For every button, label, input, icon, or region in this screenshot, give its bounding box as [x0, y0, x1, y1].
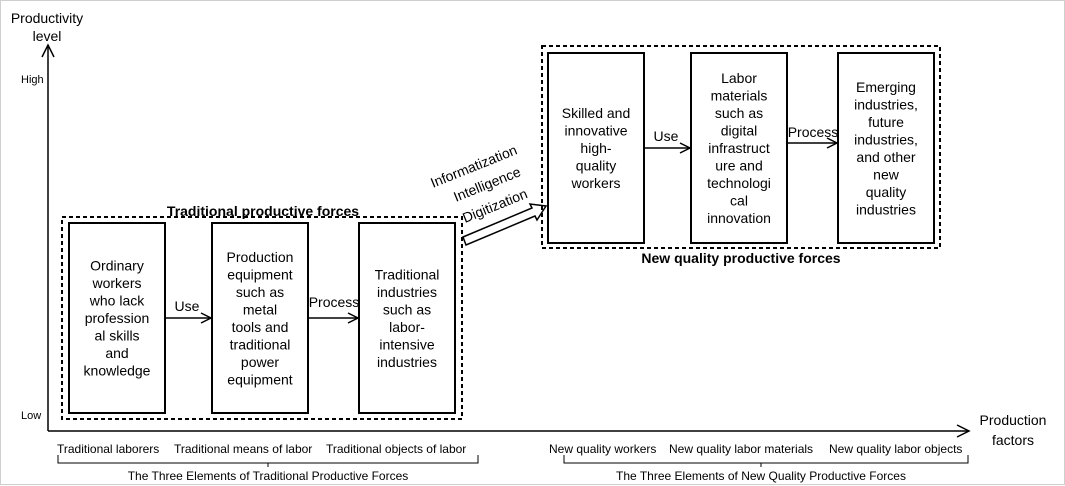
y-axis-low-label: Low: [21, 410, 41, 422]
box-text-line: knowledge: [84, 363, 151, 379]
traditional-use-arrowhead: [200, 312, 213, 324]
box-text-line: industries: [377, 284, 437, 300]
box-text-line: industries,: [854, 131, 918, 147]
box-text-line: and other: [856, 149, 915, 165]
box-text-line: ure and: [715, 158, 762, 174]
box-text-line: digital: [721, 123, 758, 139]
box-text-line: and: [105, 345, 128, 361]
x-axis-label-line2: factors: [992, 432, 1034, 448]
traditional-group-frame: [61, 216, 463, 420]
box-text-line: labor-: [389, 319, 425, 335]
traditional-objects-box: [358, 222, 456, 414]
new-quality-materials-box: [690, 52, 788, 244]
traditional-means-label: Traditional means of labor: [174, 442, 312, 456]
box-text-line: Labor: [721, 70, 757, 86]
new-quality-objects-label: New quality labor objects: [829, 442, 962, 456]
y-axis-high-label: High: [21, 74, 44, 86]
traditional-process-arrowhead: [347, 312, 360, 324]
new-quality-elements-bracket: [563, 455, 969, 467]
box-text-line: Skilled and: [562, 105, 631, 121]
box-text-line: technologi: [707, 175, 771, 191]
box-text-line: future: [868, 114, 904, 130]
traditional-elements-caption: The Three Elements of Traditional Produc…: [128, 469, 409, 483]
box-text-line: innovation: [707, 210, 771, 226]
new-quality-group-frame: [541, 45, 941, 249]
box-text-line: high-: [580, 140, 611, 156]
box-text-line: industries: [856, 201, 916, 217]
box-text-line: who lack: [89, 293, 145, 309]
traditional-objects-label: Traditional objects of labor: [326, 442, 466, 456]
box-text-line: equipment: [227, 266, 292, 282]
box-text-line: Production: [227, 249, 294, 265]
y-axis-arrowhead: [41, 43, 55, 58]
new-quality-group-title: New quality productive forces: [641, 250, 840, 266]
box-text-line: intensive: [379, 336, 434, 352]
traditional-laborers-label: Traditional laborers: [57, 442, 159, 456]
box-text-line: cal: [730, 193, 748, 209]
box-text-line: workers: [91, 275, 141, 291]
new-quality-workers-label: New quality workers: [549, 442, 656, 456]
new-quality-process-arrowhead: [826, 137, 839, 149]
box-text-line: such as: [383, 301, 431, 317]
box-text-line: tools and: [232, 319, 289, 335]
traditional-group-title: Traditional productive forces: [167, 203, 359, 219]
box-text-line: Emerging: [856, 79, 916, 95]
box-text-line: innovative: [564, 123, 627, 139]
traditional-use-label: Use: [175, 298, 200, 314]
traditional-process-label: Process: [309, 294, 360, 310]
box-text-line: industries,: [854, 96, 918, 112]
box-text-line: traditional: [230, 336, 291, 352]
traditional-laborers-box: [68, 222, 166, 414]
new-quality-objects-box: [837, 52, 935, 244]
x-axis-arrowhead: [956, 424, 971, 438]
box-text-line: new: [873, 166, 900, 182]
new-quality-elements-caption: The Three Elements of New Quality Produc…: [616, 469, 906, 483]
box-text-line: metal: [243, 301, 277, 317]
box-text-line: quality: [576, 158, 616, 174]
traditional-elements-bracket: [57, 455, 479, 467]
box-text-line: workers: [570, 175, 620, 191]
box-text-line: quality: [866, 184, 906, 200]
box-text-line: equipment: [227, 371, 292, 387]
box-text-line: materials: [711, 88, 768, 104]
new-quality-materials-label: New quality labor materials: [669, 442, 813, 456]
box-text-line: infrastruct: [708, 140, 770, 156]
new-quality-workers-box: [547, 52, 645, 244]
y-axis-label-line1: Productivity: [11, 10, 83, 26]
x-axis-label-line1: Production: [980, 412, 1047, 428]
box-text-line: al skills: [94, 328, 139, 344]
box-text-line: Ordinary: [90, 258, 144, 274]
box-text-line: such as: [715, 105, 763, 121]
new-quality-use-arrowhead: [679, 142, 692, 154]
new-quality-process-label: Process: [788, 124, 839, 140]
box-text-line: power: [241, 354, 279, 370]
box-text-line: industries: [377, 354, 437, 370]
box-text-line: profession: [85, 310, 150, 326]
box-text-line: such as: [236, 284, 284, 300]
new-quality-use-label: Use: [654, 128, 679, 144]
y-axis-label-line2: level: [33, 28, 62, 44]
box-text-line: Traditional: [375, 266, 440, 282]
